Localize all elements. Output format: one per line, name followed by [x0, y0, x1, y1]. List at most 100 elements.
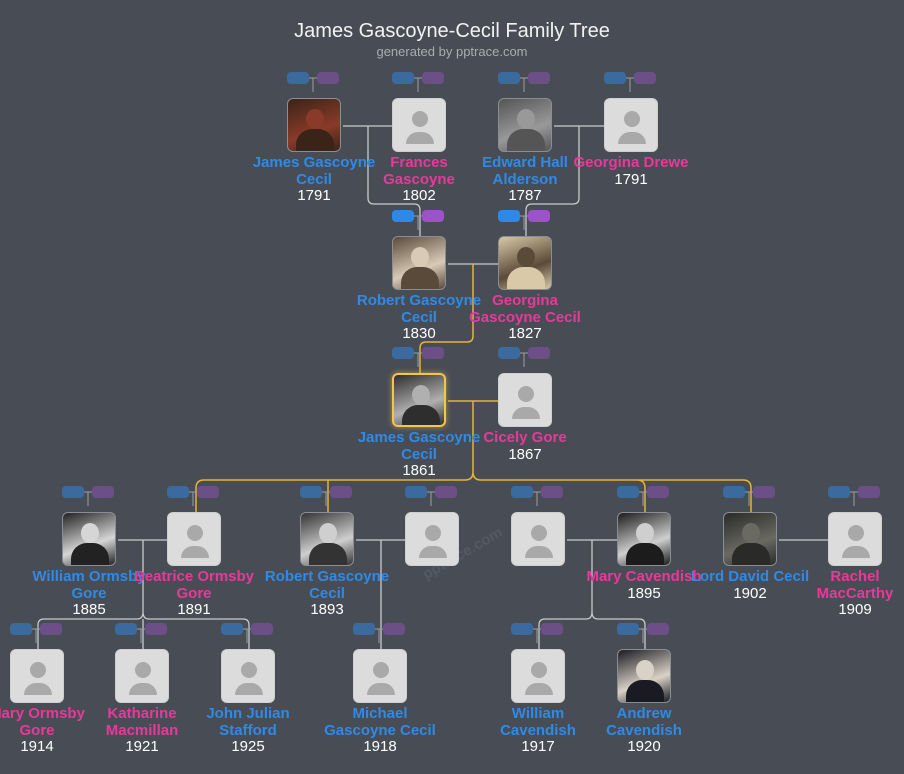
person-placeholder-avatar[interactable]: [115, 649, 169, 703]
person-placeholder-avatar[interactable]: [511, 649, 565, 703]
person-silhouette-icon: [373, 662, 389, 678]
person-placeholder-avatar[interactable]: [828, 512, 882, 566]
person-name[interactable]: William Cavendish: [500, 705, 576, 739]
person-name[interactable]: Robert Gascoyne Cecil: [264, 568, 390, 602]
person-placeholder-avatar[interactable]: [604, 98, 658, 152]
person-photo[interactable]: [62, 512, 116, 566]
pill-connector: [309, 77, 317, 92]
show-mother-button[interactable]: [647, 623, 669, 635]
show-father-button[interactable]: [392, 347, 414, 359]
show-mother-button[interactable]: [634, 72, 656, 84]
show-mother-button[interactable]: [753, 486, 775, 498]
show-father-button[interactable]: [723, 486, 745, 498]
show-father-button[interactable]: [511, 486, 533, 498]
show-father-button[interactable]: [498, 210, 520, 222]
show-mother-button[interactable]: [528, 347, 550, 359]
person-name[interactable]: Georgina Gascoyne Cecil: [469, 292, 581, 326]
person-placeholder-avatar[interactable]: [498, 373, 552, 427]
person-name[interactable]: Mary Ormsby Gore: [0, 705, 85, 739]
person-photo[interactable]: [617, 512, 671, 566]
show-father-button[interactable]: [498, 347, 520, 359]
person-name[interactable]: Mary Cavendish: [586, 568, 702, 585]
show-mother-button[interactable]: [40, 623, 62, 635]
portrait-body: [402, 405, 440, 425]
show-mother-button[interactable]: [197, 486, 219, 498]
show-father-button[interactable]: [221, 623, 243, 635]
show-father-button[interactable]: [392, 72, 414, 84]
person-placeholder-avatar[interactable]: [10, 649, 64, 703]
show-mother-button[interactable]: [251, 623, 273, 635]
show-mother-button[interactable]: [528, 210, 550, 222]
show-father-button[interactable]: [405, 486, 427, 498]
person-photo[interactable]: [498, 236, 552, 290]
show-father-button[interactable]: [167, 486, 189, 498]
person-name[interactable]: Lord David Cecil: [690, 568, 810, 585]
person-photo[interactable]: [392, 373, 446, 427]
show-mother-button[interactable]: [383, 623, 405, 635]
show-mother-button[interactable]: [528, 72, 550, 84]
show-father-button[interactable]: [10, 623, 32, 635]
show-mother-button[interactable]: [422, 210, 444, 222]
show-mother-button[interactable]: [330, 486, 352, 498]
person-photo[interactable]: [300, 512, 354, 566]
person-name[interactable]: Edward Hall Alderson: [482, 154, 568, 188]
show-father-button[interactable]: [617, 623, 639, 635]
person-photo[interactable]: [617, 649, 671, 703]
person-name[interactable]: Cicely Gore: [483, 429, 567, 446]
person-placeholder-avatar[interactable]: [405, 512, 459, 566]
show-father-button[interactable]: [392, 210, 414, 222]
person-photo[interactable]: [723, 512, 777, 566]
show-mother-button[interactable]: [92, 486, 114, 498]
person-placeholder-avatar[interactable]: [221, 649, 275, 703]
person-name[interactable]: James Gascoyne Cecil: [252, 154, 376, 188]
person-name[interactable]: Michael Gascoyne Cecil: [324, 705, 436, 739]
show-mother-button[interactable]: [858, 486, 880, 498]
person-name[interactable]: John Julian Stafford: [206, 705, 290, 739]
person-placeholder-avatar[interactable]: [511, 512, 565, 566]
person-placeholder-avatar[interactable]: [167, 512, 221, 566]
person-birth-year: 1802: [402, 187, 436, 204]
person-placeholder-avatar[interactable]: [392, 98, 446, 152]
person-name[interactable]: Georgina Drewe: [573, 154, 689, 171]
person-birth-year: 1885: [72, 601, 106, 618]
show-father-button[interactable]: [604, 72, 626, 84]
show-mother-button[interactable]: [435, 486, 457, 498]
show-father-button[interactable]: [617, 486, 639, 498]
person-name[interactable]: Rachel MacCarthy: [816, 568, 894, 602]
person-name[interactable]: Beatrice Ormsby Gore: [133, 568, 255, 602]
person-placeholder-avatar[interactable]: [353, 649, 407, 703]
person-name[interactable]: James Gascoyne Cecil: [357, 429, 481, 463]
show-father-button[interactable]: [828, 486, 850, 498]
pill-connector: [243, 628, 251, 643]
show-father-button[interactable]: [300, 486, 322, 498]
person-name[interactable]: Frances Gascoyne: [383, 154, 455, 188]
show-father-button[interactable]: [287, 72, 309, 84]
person-name[interactable]: Andrew Cavendish: [606, 705, 682, 739]
show-mother-button[interactable]: [541, 623, 563, 635]
person-photo[interactable]: [287, 98, 341, 152]
person-photo[interactable]: [392, 236, 446, 290]
show-father-button[interactable]: [353, 623, 375, 635]
show-mother-button[interactable]: [647, 486, 669, 498]
person-silhouette-icon: [512, 407, 540, 419]
show-mother-button[interactable]: [145, 623, 167, 635]
show-mother-button[interactable]: [317, 72, 339, 84]
person-silhouette-icon: [241, 662, 257, 678]
person-name[interactable]: Robert Gascoyne Cecil: [356, 292, 482, 326]
person-name[interactable]: Katharine Macmillan: [105, 705, 179, 739]
show-mother-button[interactable]: [422, 72, 444, 84]
pill-connector: [137, 628, 145, 643]
show-father-button[interactable]: [498, 72, 520, 84]
show-father-button[interactable]: [115, 623, 137, 635]
show-mother-button[interactable]: [422, 347, 444, 359]
show-father-button[interactable]: [62, 486, 84, 498]
show-mother-button[interactable]: [541, 486, 563, 498]
show-father-button[interactable]: [511, 623, 533, 635]
person-photo[interactable]: [498, 98, 552, 152]
person-name[interactable]: William Ormsby Gore: [32, 568, 146, 602]
